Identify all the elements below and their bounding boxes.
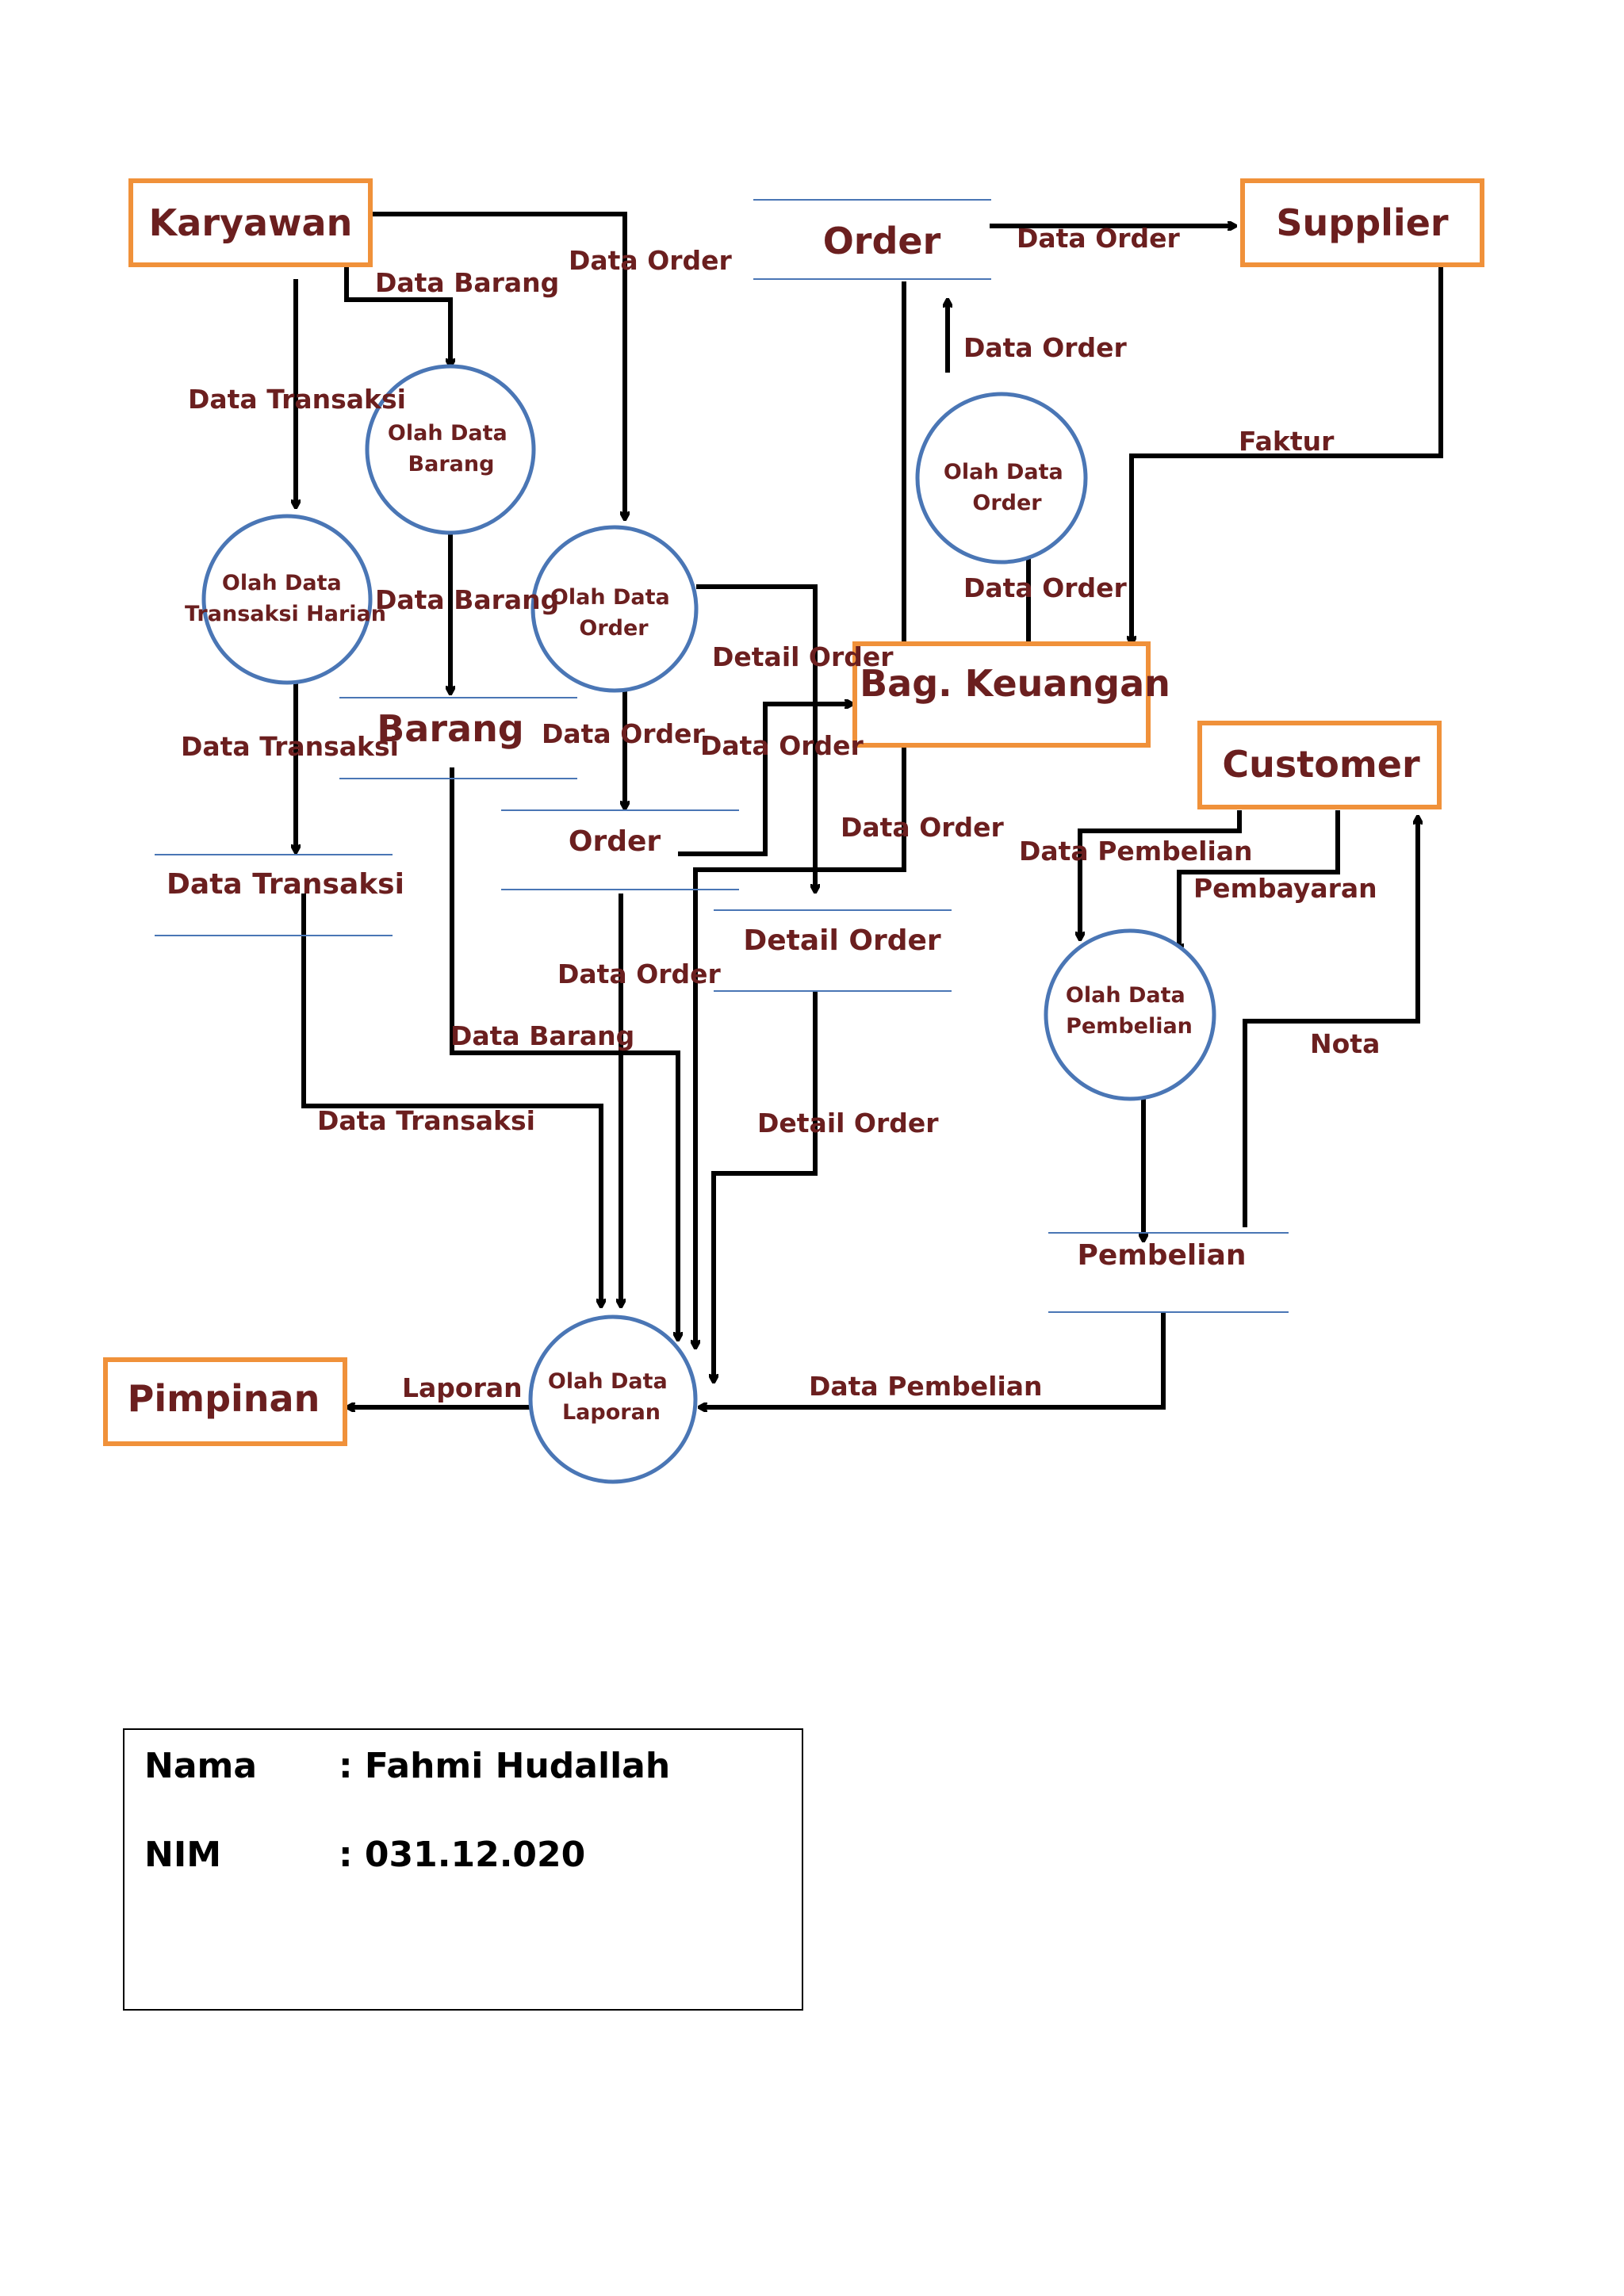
flow-karyawan-to-olah-order	[373, 212, 625, 519]
flow-label: Data Barang	[375, 267, 559, 298]
entity-customer-label: Customer	[1222, 743, 1420, 786]
flow-label: Faktur	[1239, 426, 1335, 457]
store-barang	[339, 697, 577, 779]
info-nama-value: : Fahmi Hudallah	[339, 1746, 671, 1786]
store-order-mid	[501, 809, 739, 890]
info-nama-key: Nama	[144, 1746, 258, 1786]
process-label: Olah Data Barang	[388, 421, 515, 476]
flow-label: Detail Order	[757, 1108, 939, 1138]
flow-nota-to-customer	[1243, 817, 1418, 1227]
store-data-transaksi	[155, 854, 393, 936]
flow-customer-to-olah-pembelian-1	[1080, 810, 1242, 939]
flow-label: Detail Order	[712, 641, 894, 672]
store-order-mid-label: Order	[569, 825, 661, 858]
entity-karyawan-label: Karyawan	[149, 201, 353, 244]
flow-label: Data Barang	[450, 1020, 634, 1051]
store-data-transaksi-label: Data Transaksi	[167, 868, 404, 901]
store-detail-order	[714, 909, 952, 992]
flow-pembelian-to-laporan	[699, 1312, 1166, 1407]
process-olah-data-pembelian	[1044, 928, 1216, 1101]
entity-pimpinan-label: Pimpinan	[128, 1377, 320, 1420]
process-label: Olah Data Laporan	[548, 1369, 675, 1425]
store-pembelian	[1048, 1232, 1289, 1313]
flow-label: Data Order	[557, 959, 722, 989]
flow-label: Data Order	[1017, 223, 1181, 254]
info-nim-key: NIM	[144, 1835, 221, 1875]
store-order-top	[753, 199, 991, 280]
flow-label: Data Barang	[375, 584, 559, 615]
flow-transaksi-to-laporan	[301, 894, 601, 1307]
flow-customer-to-olah-pembelian-2	[1179, 810, 1340, 951]
flow-label: Data Pembelian	[809, 1371, 1043, 1402]
process-label: Olah Data Transaksi Harian	[185, 571, 386, 626]
store-order-top-label: Order	[823, 220, 941, 262]
entity-karyawan	[128, 178, 373, 267]
entity-bag-keuangan-label: Bag. Keuangan	[860, 662, 1170, 705]
entity-pimpinan	[103, 1357, 347, 1446]
flow-label: Data Order	[542, 718, 706, 749]
entity-supplier	[1240, 178, 1484, 267]
flow-label: Data Pembelian	[1019, 836, 1253, 867]
flow-label: Pembayaran	[1193, 873, 1377, 904]
flow-label: Data Order	[963, 572, 1128, 603]
flow-label: Laporan	[402, 1372, 523, 1403]
flow-order-store-to-keuangan	[678, 704, 852, 856]
entity-customer	[1197, 721, 1442, 809]
flow-label: Data Order	[700, 730, 864, 761]
flow-label: Data Transaksi	[317, 1105, 535, 1136]
process-olah-data-order-right	[915, 392, 1088, 564]
store-barang-label: Barang	[377, 707, 524, 750]
process-olah-data-transaksi-harian	[201, 514, 373, 685]
info-row-nim: NIM : 031.12.020	[144, 1835, 585, 1875]
process-label: Olah Data Pembelian	[1066, 983, 1193, 1039]
flow-barang-to-laporan	[450, 767, 678, 1340]
store-detail-order-label: Detail Order	[743, 924, 941, 957]
flow-detail-order-to-laporan	[714, 991, 818, 1382]
flow-supplier-to-keuangan	[1132, 266, 1443, 644]
process-olah-data-barang	[365, 364, 536, 535]
store-pembelian-label: Pembelian	[1077, 1239, 1246, 1272]
student-info-box: Nama : Fahmi Hudallah NIM : 031.12.020	[123, 1728, 803, 2011]
process-olah-data-laporan	[528, 1314, 698, 1484]
flow-label: Data Order	[963, 332, 1128, 363]
flow-label: Data Transaksi	[181, 731, 399, 762]
flow-order-top-to-laporan	[695, 281, 906, 1348]
process-label: Olah Data Order	[944, 460, 1071, 515]
flow-label: Data Order	[569, 245, 733, 276]
flow-olah-order-to-detail-order	[696, 584, 815, 892]
flow-label: Data Transaksi	[188, 384, 406, 415]
process-olah-data-order-left	[530, 525, 699, 693]
info-row-nama: Nama : Fahmi Hudallah	[144, 1746, 670, 1786]
entity-bag-keuangan	[852, 641, 1151, 748]
process-label: Olah Data Order	[550, 585, 677, 641]
flow-karyawan-to-olah-barang	[344, 266, 450, 366]
entity-supplier-label: Supplier	[1276, 201, 1448, 244]
flow-label: Nota	[1310, 1028, 1380, 1059]
flow-label: Data Order	[841, 812, 1005, 843]
info-nim-value: : 031.12.020	[339, 1835, 586, 1875]
